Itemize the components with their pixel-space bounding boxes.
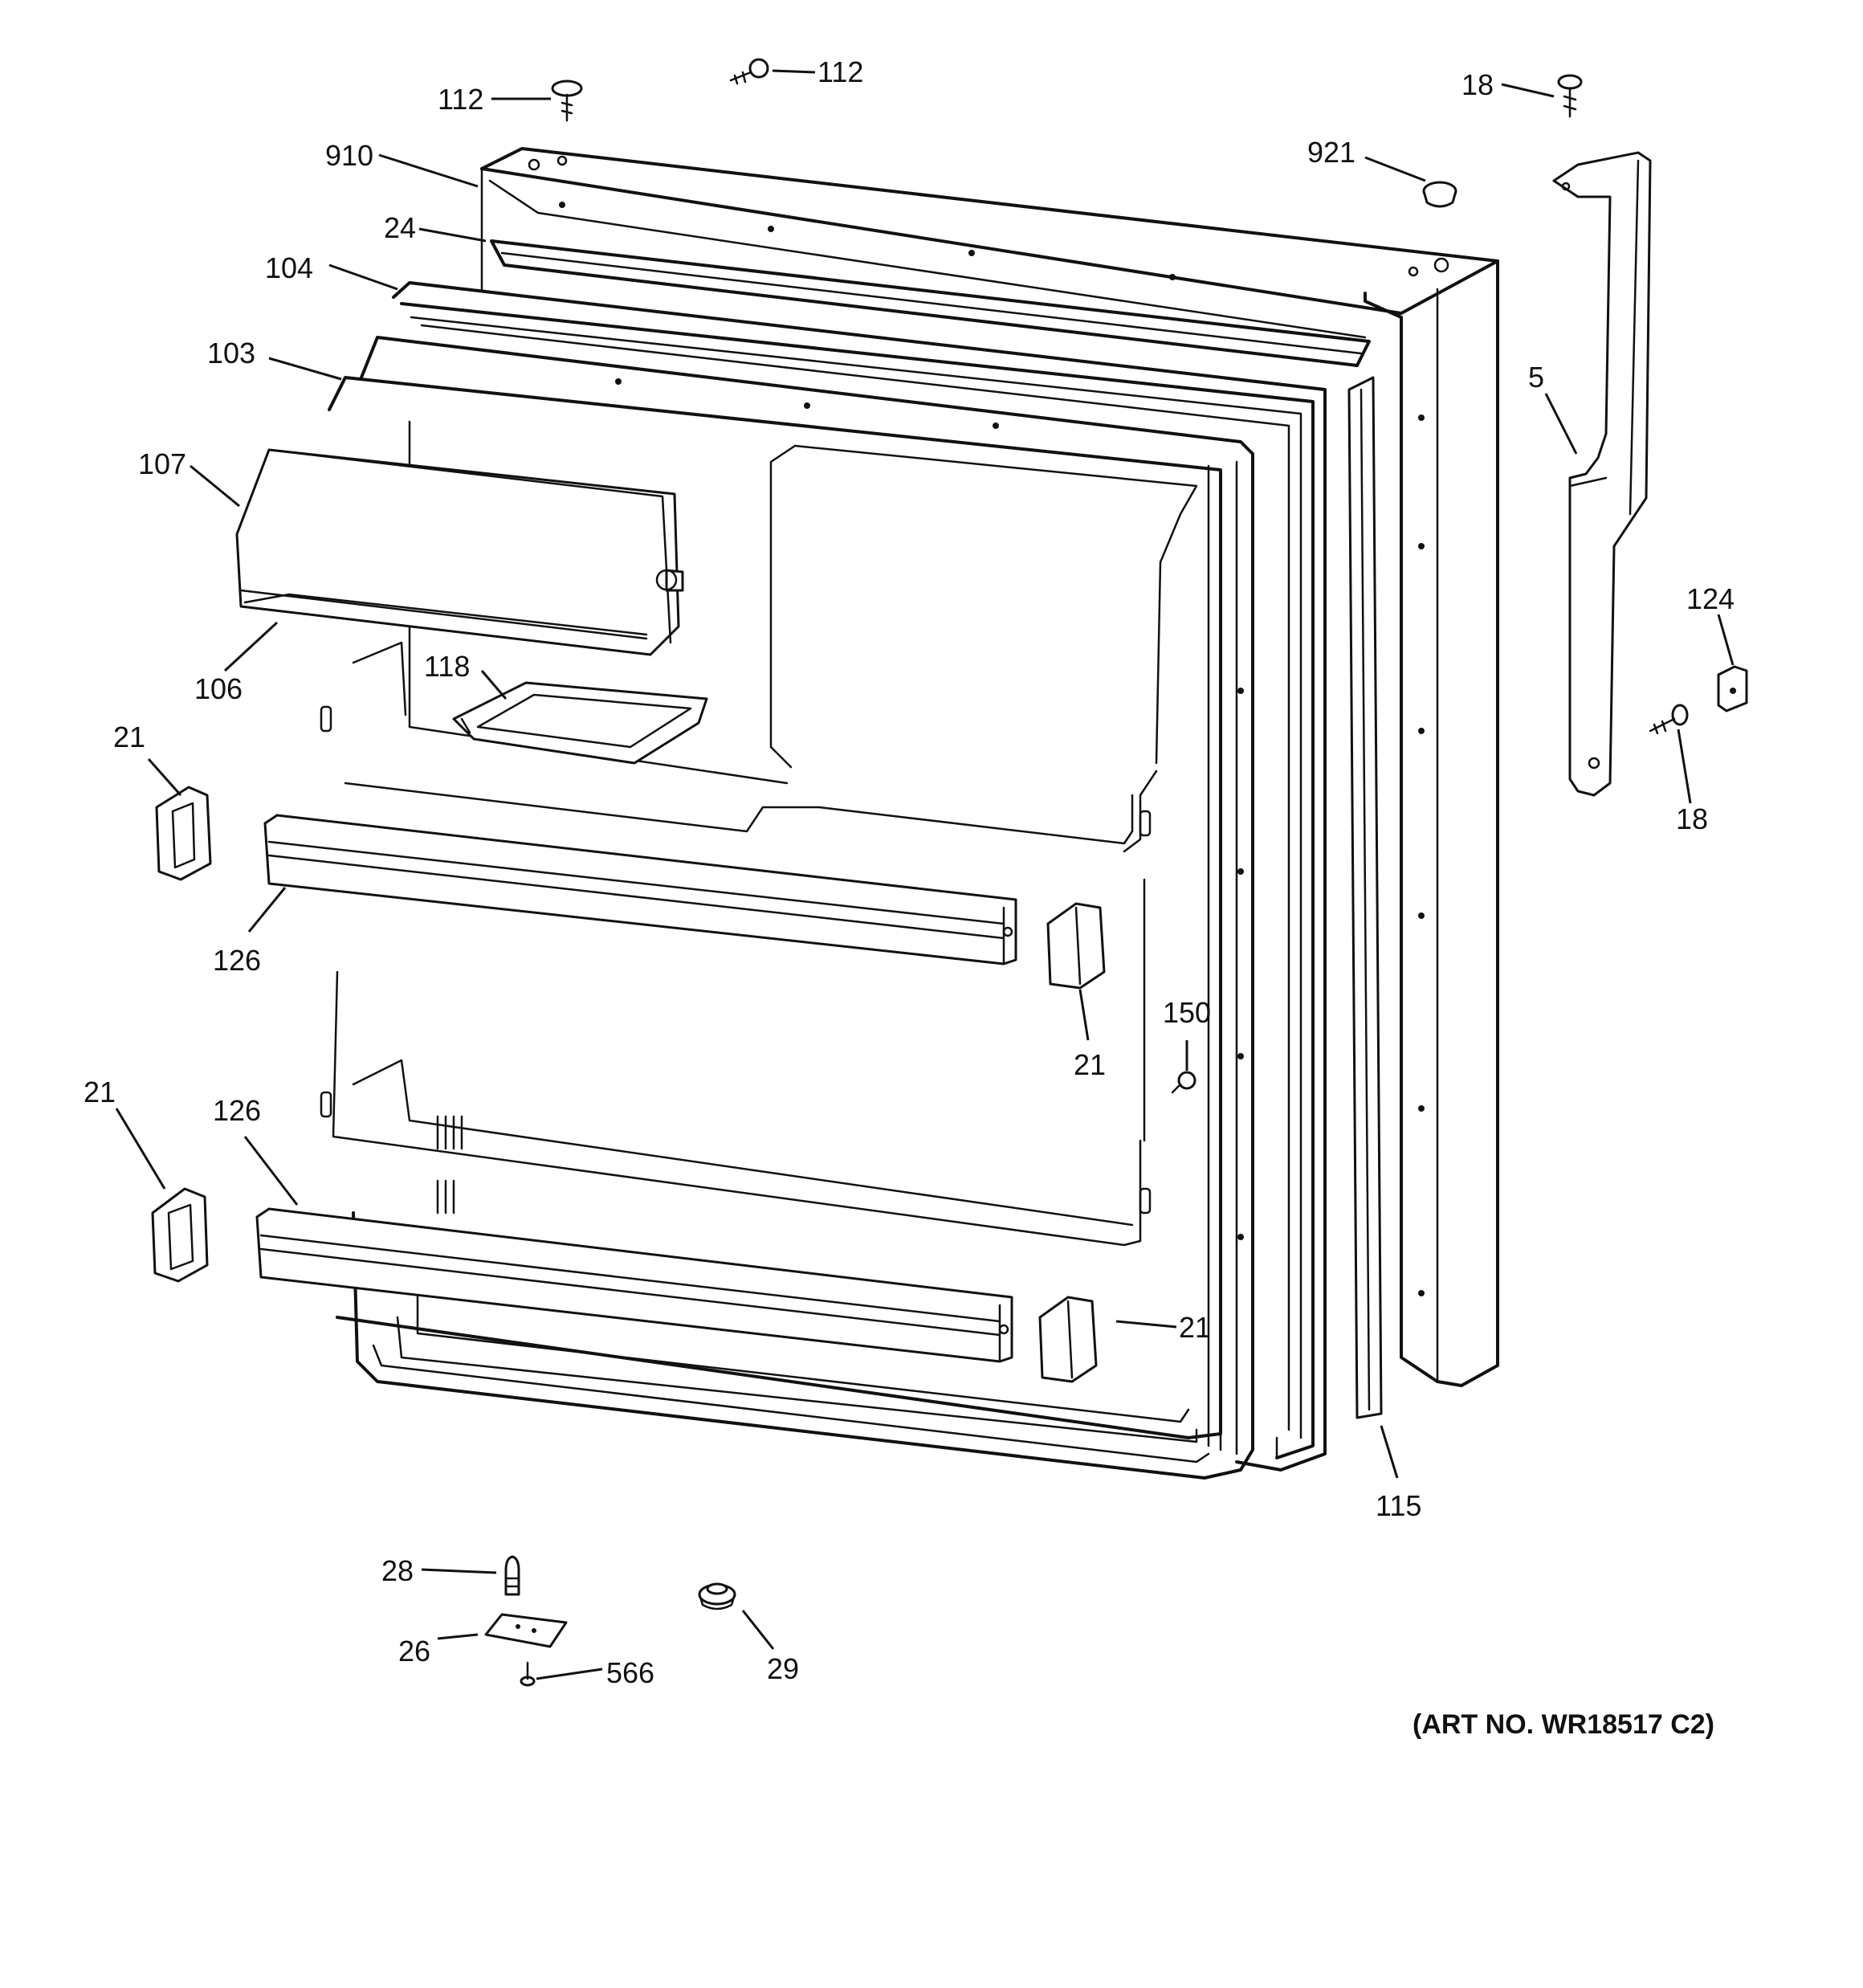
callout-910: 910	[325, 139, 373, 172]
inner-liner-cavities	[320, 376, 1222, 1439]
pin-28	[504, 1555, 520, 1596]
callout-labels: 112 112 18 910 921 24 104 103 5 107 124 …	[84, 55, 1735, 1689]
bushing-29	[698, 1582, 736, 1610]
screw-18-a	[1557, 74, 1583, 118]
shelf-end-cap-21-left-upper	[155, 786, 212, 881]
inner-door-liner-103	[352, 336, 1254, 1480]
screw-150	[1171, 1071, 1196, 1094]
butter-tray-118	[452, 681, 708, 765]
callout-29: 29	[767, 1652, 799, 1685]
door-seal-strip-115	[1347, 376, 1383, 1419]
callout-21-c: 21	[84, 1076, 116, 1108]
callout-21-a: 21	[113, 720, 145, 753]
callout-921: 921	[1307, 136, 1355, 169]
screw-18-b	[1649, 704, 1689, 735]
screw-112-b	[729, 58, 769, 85]
callout-106: 106	[194, 672, 243, 705]
callout-18-b: 18	[1676, 802, 1708, 835]
callout-104: 104	[265, 251, 313, 284]
door-gasket-104	[392, 281, 1327, 1472]
hinge-plate-26	[484, 1613, 568, 1648]
upper-shelf-bar-126	[263, 814, 1017, 965]
callout-18-a: 18	[1461, 68, 1494, 101]
callout-112-b: 112	[817, 55, 863, 88]
callout-112-a: 112	[438, 83, 483, 116]
shelf-end-cap-21-left-lower	[151, 1187, 209, 1283]
callout-150: 150	[1163, 996, 1211, 1029]
callout-566: 566	[606, 1656, 654, 1689]
callout-124: 124	[1686, 582, 1735, 615]
screw-112-a	[551, 80, 583, 122]
callout-5: 5	[1528, 361, 1544, 394]
plug-button-921	[1422, 181, 1457, 208]
shelf-end-cap-21-right-upper	[1046, 902, 1106, 990]
callout-118: 118	[424, 650, 470, 683]
art-number: (ART NO. WR18517 C2)	[1413, 1709, 1714, 1740]
dairy-door-107	[235, 448, 684, 656]
callout-103: 103	[207, 337, 255, 369]
callout-115: 115	[1376, 1489, 1421, 1522]
door-handle-5	[1552, 151, 1652, 797]
leader-lines	[115, 69, 1735, 1680]
callout-107: 107	[138, 447, 186, 480]
callout-21-d: 21	[1179, 1311, 1211, 1344]
shelf-end-cap-21-right-lower	[1038, 1296, 1098, 1383]
screw-566	[520, 1661, 536, 1687]
callout-28: 28	[381, 1554, 414, 1587]
callout-26: 26	[398, 1635, 430, 1668]
clip-124	[1717, 665, 1748, 712]
callout-126-b: 126	[213, 1094, 261, 1127]
callout-24: 24	[384, 211, 416, 244]
lower-shelf-bar-126	[255, 1207, 1013, 1363]
callout-126-a: 126	[213, 944, 261, 977]
outer-door-panel-910	[480, 147, 1499, 1387]
top-trim-strip-24	[490, 239, 1371, 367]
callout-21-b: 21	[1074, 1048, 1106, 1081]
